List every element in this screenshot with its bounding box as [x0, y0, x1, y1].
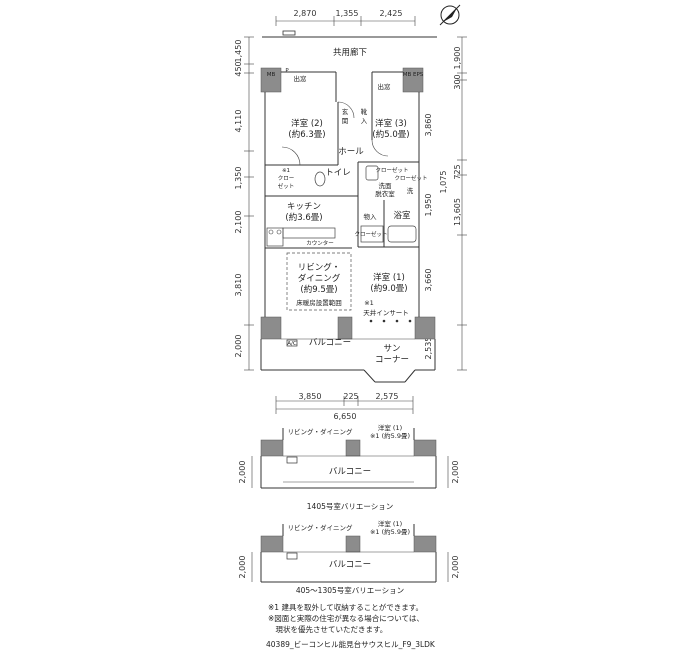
var1-height-dim-left: 2,000: [238, 461, 247, 484]
closet-b-label: クローゼット: [354, 230, 387, 238]
western1-name: 洋室 (1): [373, 272, 405, 283]
western1-size: (約9.0畳): [370, 283, 407, 294]
storage-label: 物入: [364, 212, 378, 221]
living-size: (約9.5畳): [300, 284, 337, 295]
bay-window-right: 出窓: [378, 82, 392, 91]
western2-name: 洋室 (2): [291, 118, 323, 129]
dim-right-4: 725: [453, 164, 462, 179]
dim-right-1: 1,900: [453, 47, 462, 70]
kitchen-name: キッチン: [287, 202, 321, 212]
ceiling-insert-label: 天井インサート: [363, 308, 409, 317]
footer-id: 40389_ビーコンヒル能見台サウスヒル_F9_3LDK: [266, 639, 436, 649]
closet-note: ※1: [282, 168, 290, 174]
hall-label: ホール: [338, 147, 364, 157]
dim-right-total: 13,605: [453, 198, 462, 226]
living-name-1: リビング・: [298, 262, 341, 273]
dim-top-2: 1,355: [336, 9, 359, 18]
var2-height-dim: 2,000: [451, 556, 460, 579]
bay-window-left: 出窓: [294, 74, 308, 83]
dim-right-7: 2,535: [424, 337, 433, 360]
ac-label: A/C: [287, 341, 297, 347]
dim-left-3: 4,110: [234, 110, 243, 133]
wash-label: 洗面: [379, 181, 393, 190]
dim-left-1: 1,450: [234, 40, 243, 63]
counter-label: カウンター: [306, 239, 334, 247]
dim-right-6: 3,660: [424, 269, 433, 292]
var1-height-dim: 2,000: [451, 461, 460, 484]
balcony-label: バルコニー: [309, 338, 351, 348]
dim-left-7: 2,000: [234, 335, 243, 358]
dressing-label: 脱衣室: [375, 189, 395, 198]
balcony-area: A/C バルコニー サン コーナー: [260, 338, 436, 383]
sun-corner-label-2: コーナー: [375, 355, 409, 365]
western1-note: ※1: [364, 299, 374, 307]
var1-living-label: リビング・ダイニング: [288, 427, 354, 436]
right-dimensions: 1,900 300 3,860 725 1,950 3,660 2,535 1,…: [424, 36, 467, 371]
closet-r1-label: クローゼット: [375, 166, 408, 174]
variation-405-1305: リビング・ダイニング 洋室 (1) ※1 (約5.9畳) バルコニー 2,000…: [238, 519, 460, 595]
var2-caption: 405～1305号室バリエーション: [296, 585, 404, 595]
variation-1405: リビング・ダイニング 洋室 (1) ※1 (約5.9畳) バルコニー 2,000…: [238, 423, 460, 511]
dim-left-5: 2,100: [234, 211, 243, 234]
sun-corner-label-1: サン: [383, 344, 400, 354]
dim-bottom-1: 3,850: [299, 392, 322, 401]
note-2: ※図面と実際の住宅が異なる場合については、: [268, 613, 424, 623]
floor-heating-label: 床暖房設置範囲: [296, 298, 342, 307]
genkan-label-2: 関: [342, 117, 349, 125]
mb-eps-label: MB EPS: [403, 72, 424, 78]
var1-balcony-label: バルコニー: [329, 467, 371, 477]
main-walls: [260, 67, 436, 340]
dim-top-3: 2,425: [380, 9, 403, 18]
genkan-label-1: 玄: [342, 107, 349, 116]
dim-left-4: 1,350: [234, 167, 243, 190]
left-dimensions: 1,450 450 4,110 1,350 2,100 3,810 2,000: [234, 36, 254, 371]
var2-height-dim-left: 2,000: [238, 556, 247, 579]
top-dimensions: 2,870 1,355 2,425: [275, 9, 416, 26]
common-corridor: 共用廊下: [262, 30, 437, 58]
var1-western-label: 洋室 (1): [378, 423, 402, 432]
shoes-label-1: 靴: [361, 107, 368, 116]
var1-caption: 1405号室バリエーション: [307, 501, 393, 511]
note-3: 現状を優先させていただきます。: [268, 624, 387, 634]
dim-bottom-total: 6,650: [334, 412, 357, 421]
closet-r2-label: クローゼット: [394, 174, 427, 182]
fixtures: [266, 101, 417, 247]
western2-size: (約6.3畳): [288, 129, 325, 140]
corridor-label: 共用廊下: [333, 47, 368, 58]
dim-right-2: 300: [453, 74, 462, 89]
dim-left-6: 3,810: [234, 274, 243, 297]
p-mark-label: P: [285, 68, 289, 74]
note-1: ※1 建具を取外して収納することができます。: [268, 602, 423, 612]
var2-living-label: リビング・ダイニング: [288, 523, 354, 532]
dim-right-inner-1: 1,075: [439, 171, 448, 194]
bottom-dimensions: 3,850 225 2,575 6,650: [275, 392, 414, 421]
western3-name: 洋室 (3): [375, 118, 407, 129]
laundry-label: 洗: [407, 186, 414, 195]
closet-label-1: クロー: [278, 175, 295, 182]
living-name-2: ダイニング: [298, 273, 341, 284]
var2-balcony-label: バルコニー: [329, 560, 371, 570]
notes: ※1 建具を取外して収納することができます。 ※図面と実際の住宅が異なる場合につ…: [268, 602, 424, 634]
var1-western-size: ※1 (約5.9畳): [370, 431, 410, 440]
kitchen-size: (約3.6畳): [285, 212, 322, 223]
toilet-label: トイレ: [325, 168, 351, 178]
western3-size: (約5.0畳): [372, 129, 409, 140]
north-arrow-icon: [439, 4, 461, 26]
room-labels: MB P MB EPS 出窓 出窓 洋室 (2) (約6.3畳) 洋室 (3) …: [267, 68, 428, 323]
shoes-label-2: 入: [361, 117, 368, 125]
var2-western-label: 洋室 (1): [378, 519, 402, 528]
closet-label-2: ゼット: [278, 182, 295, 190]
dim-bottom-3: 2,575: [376, 392, 399, 401]
dim-left-2: 450: [234, 61, 243, 76]
var2-western-size: ※1 (約5.9畳): [370, 527, 410, 536]
dim-right-3: 3,860: [424, 114, 433, 137]
dim-right-5: 1,950: [424, 194, 433, 217]
mb-left-label: MB: [267, 72, 276, 78]
bath-label: 浴室: [393, 210, 411, 221]
dim-bottom-2: 225: [343, 392, 358, 401]
dim-top-1: 2,870: [294, 9, 317, 18]
